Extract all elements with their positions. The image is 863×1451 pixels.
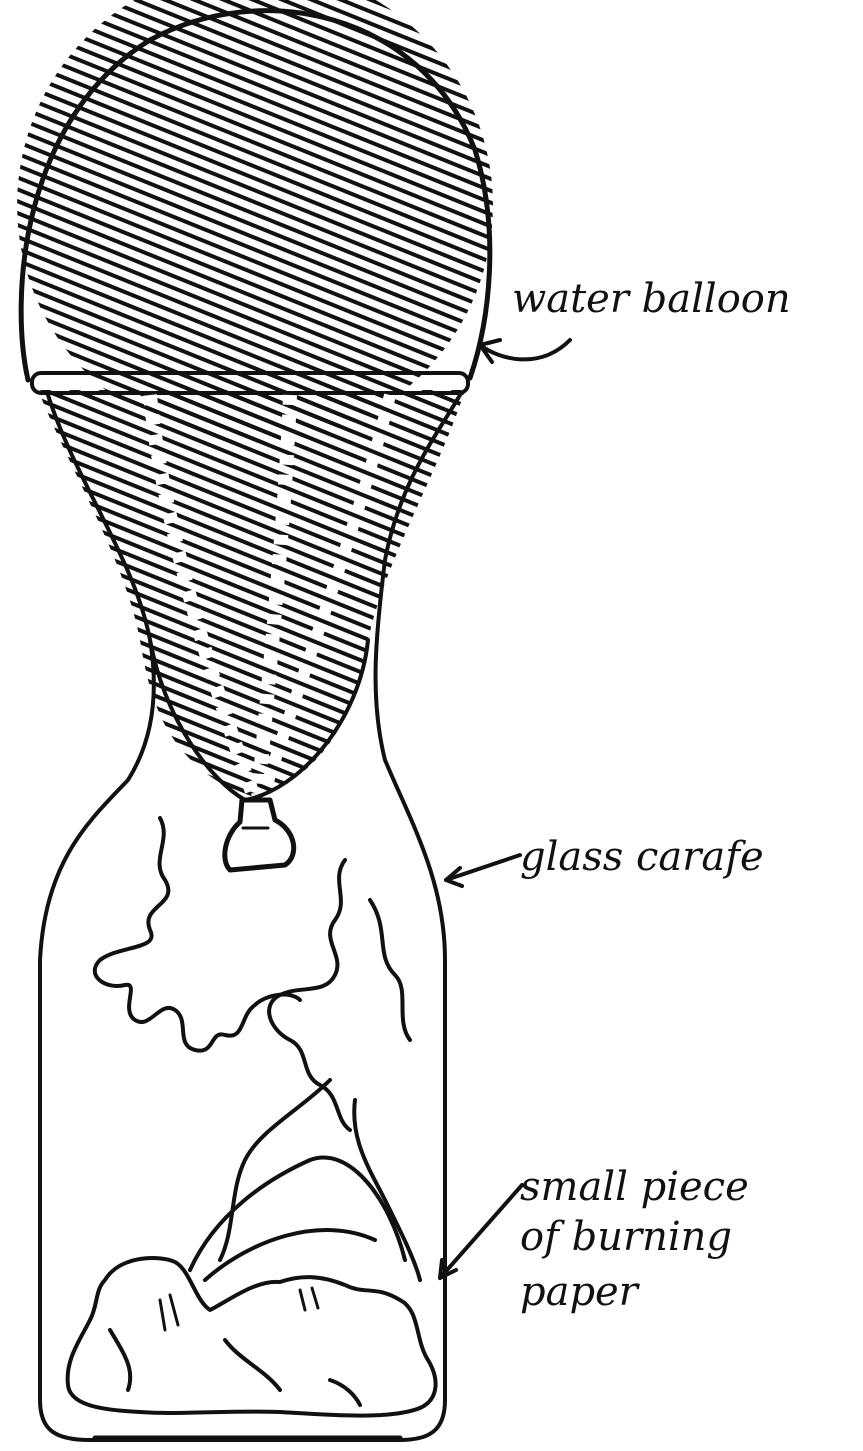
smoke-wisps bbox=[95, 818, 420, 1280]
label-water-balloon: water balloon bbox=[512, 276, 791, 322]
balloon-knot bbox=[225, 800, 294, 870]
carafe-pointer bbox=[446, 855, 520, 880]
burning-paper bbox=[68, 1258, 436, 1416]
leader-lines bbox=[440, 340, 570, 1278]
water-balloon bbox=[17, 0, 493, 870]
paper-pointer bbox=[440, 1185, 522, 1278]
label-glass-carafe: glass carafe bbox=[520, 834, 764, 880]
label-paper-line3: paper bbox=[520, 1269, 641, 1315]
label-paper-line2: of burning bbox=[520, 1214, 732, 1260]
label-paper-line1: small piece bbox=[520, 1164, 749, 1210]
